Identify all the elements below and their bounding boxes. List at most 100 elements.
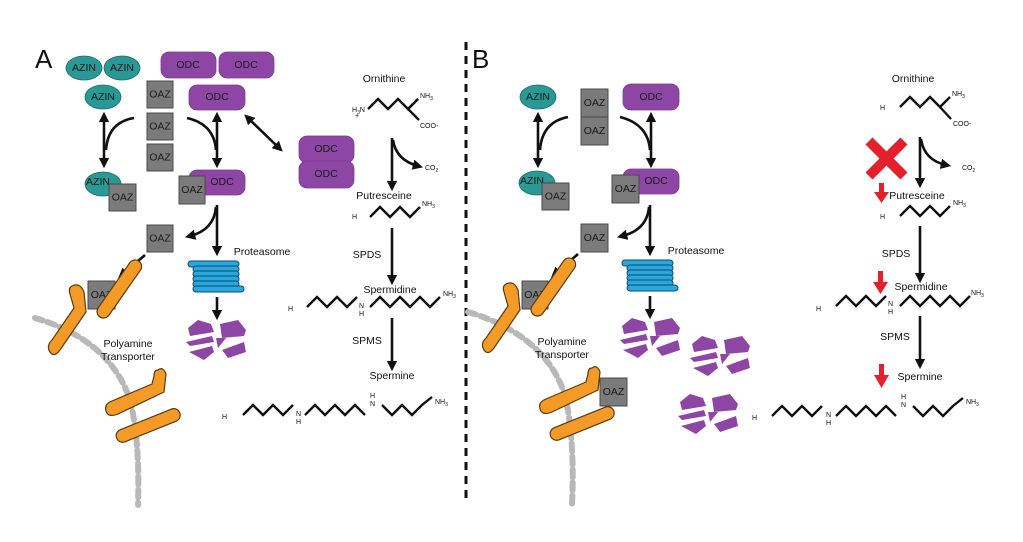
oaz-binding-curve [619,115,652,151]
h2-label: H [370,393,375,400]
ammonium-group: NH3 [422,201,435,210]
amine-group: H [352,214,357,221]
azin-oaz-complex: AZIN OAZ [84,171,137,212]
spermine-label: Spermine [898,371,943,383]
odc-oaz-complex: ODC OAZ [611,168,680,204]
odc-monomer: ODC [622,83,680,111]
transporter-label: Transporter [101,351,155,363]
amine-group: H3N [352,107,365,116]
spermine-chain-3 [912,397,964,418]
transporter-label: Transporter [535,349,589,361]
oaz-label: OAZ [149,88,171,100]
co2-label: CO2 [962,165,976,174]
odc-label: ODC [639,91,663,103]
panel-b: B AZIN OAZ OAZ ODC AZIN OAZ ODC [465,44,984,508]
ornithine-label: Ornithine [363,73,406,85]
putrescine-chain [899,204,951,218]
secondary-amine: N [359,303,364,310]
odc-label: ODC [205,91,229,103]
oaz-label: OAZ [181,184,203,196]
azin-free-1: AZIN [65,55,103,81]
ammonium-group: NH3 [443,291,456,300]
oaz-binding-curve [186,116,218,151]
proteasome-icon [621,259,679,292]
amine-group: H [816,306,821,313]
azin-label: AZIN [91,91,115,103]
amine-group: H [288,306,293,313]
ammonium-group: NH3 [420,93,433,102]
spermidine-chain-right [899,294,971,308]
decrease-arrow-icon [873,271,888,294]
decrease-arrow-icon [874,183,889,203]
spermine-chain-2 [304,403,366,417]
h2-label: H [888,309,893,316]
spermidine-chain-left [835,294,887,308]
oaz-stack: OAZ OAZ OAZ [146,80,174,172]
secondary-amine: N [901,402,906,409]
proteasome-icon [187,260,245,293]
co2-label: CO2 [425,165,439,174]
secondary-amine: N [370,401,375,408]
oaz-binding-curve [104,116,135,151]
oaz-label: OAZ [149,232,171,244]
polyamine-transporter-2 [539,366,615,441]
spermidine-label: Spermidine [894,281,947,293]
transporter-label: Polyamine [537,336,586,348]
oaz-label: OAZ [149,120,171,132]
oaz-label: OAZ [615,183,637,195]
spermidine-chain-right [369,295,441,309]
odc-oaz-complex: ODC OAZ [178,169,246,205]
odc-label: ODC [314,168,338,180]
secondary-amine: N [296,411,301,418]
oaz-released: OAZ [146,224,174,253]
charge-plus: + [355,113,359,120]
oaz-released: OAZ [580,223,609,253]
oaz-stack: OAZ OAZ [580,88,609,146]
odc-monomer: ODC [188,84,246,111]
amine-group: H [222,414,227,421]
pathway-b: Ornithine H NH3 COO- CO2 Putresceine H N… [752,73,984,427]
h2-label: H [359,311,364,318]
polyamine-transporter-1 [47,259,143,356]
azin-free: AZIN [519,84,557,110]
dimerization-arrow [244,114,283,152]
oaz-label: OAZ [149,151,171,163]
spermine-chain-2 [835,404,897,418]
odc-label: ODC [176,59,200,71]
amine-group: H [880,105,885,112]
spermine-chain-1 [771,404,823,418]
ammonium-group: NH3 [435,399,448,408]
azin-label: AZIN [526,91,550,103]
ornithine-label: Ornithine [892,73,935,85]
putrescine-chain [369,205,421,219]
spermine-chain-1 [242,403,294,417]
proteasome-label: Proteasome [668,245,725,257]
odc-label: ODC [314,143,338,155]
oaz-near-transporter: OAZ [599,377,628,407]
odc-label: ODC [234,59,258,71]
odc-label: ODC [210,176,234,188]
oaz-label: OAZ [584,125,606,137]
oaz-label: OAZ [545,190,567,202]
h2-label: H [901,394,906,401]
secondary-amine: N [888,301,893,308]
h2-label: H [296,419,301,426]
degraded-odc-fragments-3 [678,394,738,434]
carboxyl-group: COO- [953,121,972,128]
polyamine-transporter-2 [105,368,181,443]
ammonium-group: NH3 [966,399,979,408]
oaz-label: OAZ [584,97,606,109]
spds-label: SPDS [882,248,911,260]
degraded-odc-fragments-2 [690,336,750,376]
azin-free-3: AZIN [84,84,122,110]
spermidine-chain-left [306,295,358,309]
ammonium-group: NH3 [952,91,965,100]
azin-free-2: AZIN [103,55,141,81]
panel-a: A AZIN AZIN AZIN ODC ODC ODC OAZ [32,44,456,508]
odc-label: ODC [644,175,668,187]
putrescine-label: Putresceine [356,190,412,202]
spms-label: SPMS [880,331,910,343]
degraded-odc-fragments-1 [620,318,680,358]
oaz-binding-curve [538,115,569,151]
